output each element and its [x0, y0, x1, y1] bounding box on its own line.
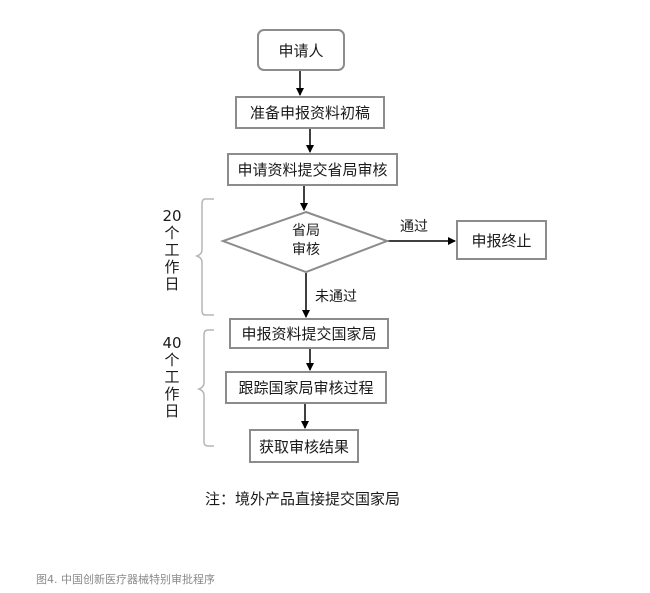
- track-label: 跟踪国家局审核过程: [238, 379, 374, 397]
- phase2-unit-1: 个: [164, 351, 180, 369]
- phase1-unit-2: 工: [164, 241, 180, 259]
- phase1-days: 20: [162, 207, 182, 225]
- terminate-label: 申报终止: [471, 231, 532, 250]
- terminate-box: 申报终止: [456, 220, 547, 260]
- bracket-phase2: [196, 329, 214, 447]
- decision-label: 省局 审核: [276, 222, 336, 260]
- phase2-duration: 40 个 工 作 日: [160, 335, 184, 420]
- decision-label-line1: 省局: [292, 223, 320, 239]
- submit-province-box: 申请资料提交省局审核: [227, 153, 398, 186]
- submit-national-label: 申报资料提交国家局: [241, 325, 377, 343]
- phase2-unit-2: 工: [164, 368, 180, 386]
- phase2-days: 40: [162, 334, 182, 352]
- start-box: 申请人: [257, 29, 345, 71]
- track-box: 跟踪国家局审核过程: [225, 371, 387, 404]
- bracket-phase1: [194, 198, 214, 316]
- pass-label: 通过: [400, 219, 428, 235]
- result-label: 获取审核结果: [258, 437, 349, 456]
- footnote: 注：境外产品直接提交国家局: [205, 490, 401, 508]
- submit-national-box: 申报资料提交国家局: [229, 318, 389, 349]
- prepare-label: 准备申报资料初稿: [249, 104, 370, 122]
- fail-label: 未通过: [315, 289, 357, 305]
- decision-diamond: [220, 210, 390, 274]
- phase2-unit-3: 作: [164, 385, 180, 403]
- phase2-unit-4: 日: [164, 402, 180, 420]
- prepare-box: 准备申报资料初稿: [235, 96, 385, 129]
- phase1-unit-1: 个: [164, 224, 180, 242]
- phase1-unit-4: 日: [164, 275, 180, 293]
- phase1-duration: 20 个 工 作 日: [160, 208, 184, 293]
- phase1-unit-3: 作: [164, 258, 180, 276]
- result-box: 获取审核结果: [249, 429, 359, 463]
- figure-caption: 图4. 中国创新医疗器械特别审批程序: [36, 573, 215, 586]
- start-label: 申请人: [278, 41, 324, 60]
- decision-label-line2: 审核: [292, 242, 320, 258]
- submit-province-label: 申请资料提交省局审核: [237, 161, 388, 179]
